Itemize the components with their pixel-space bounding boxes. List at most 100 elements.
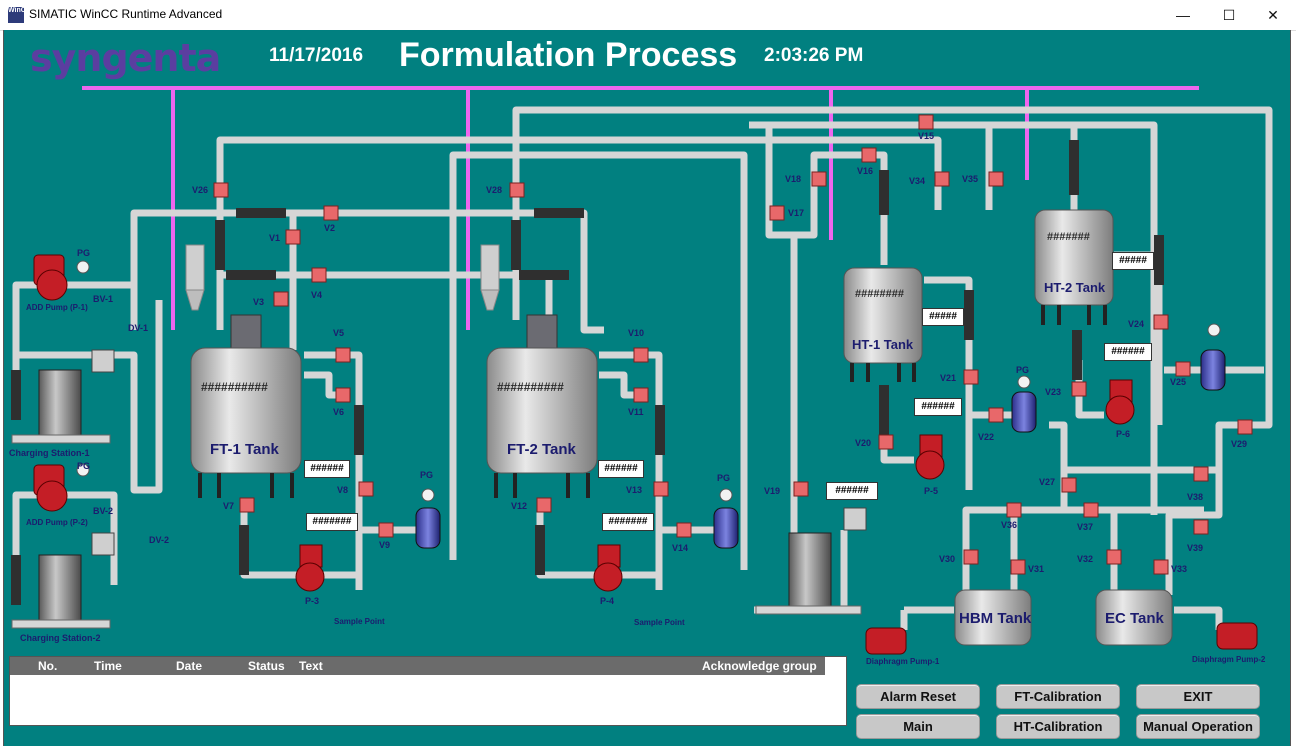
add-pump-2-label: ADD Pump (P-2) bbox=[26, 518, 88, 527]
column-status[interactable]: Status bbox=[248, 659, 285, 673]
valve-label-v36: V36 bbox=[1001, 520, 1018, 530]
valve-label-v2: V2 bbox=[324, 223, 336, 233]
page-title: Formulation Process bbox=[399, 36, 738, 74]
column-date[interactable]: Date bbox=[176, 659, 203, 673]
window-titlebar: WinCC SIMATIC WinCC Runtime Advanced — ☐… bbox=[0, 0, 1296, 31]
ft2-side-display: ###### bbox=[598, 460, 644, 478]
valve-label-v1: V1 bbox=[269, 233, 281, 243]
manual-operation-button[interactable]: Manual Operation bbox=[1136, 714, 1260, 739]
ft1-tank[interactable] bbox=[190, 314, 302, 498]
dv1-label: DV-1 bbox=[128, 323, 149, 333]
valve-label-v4: V4 bbox=[311, 290, 323, 300]
sample-point-1-label: Sample Point bbox=[334, 617, 385, 626]
minimize-button[interactable]: — bbox=[1176, 7, 1190, 23]
charging-station-1-drum bbox=[11, 349, 115, 444]
bv2-label: BV-2 bbox=[93, 506, 114, 516]
hopper-ft1 bbox=[185, 244, 205, 311]
valve-label-v23: V23 bbox=[1045, 387, 1062, 397]
valve-label-v20: V20 bbox=[855, 438, 872, 448]
column-text[interactable]: Text bbox=[299, 659, 323, 673]
alarm-reset-button[interactable]: Alarm Reset bbox=[856, 684, 980, 709]
hbm-tank-label: HBM Tank bbox=[959, 610, 1032, 627]
pg-label-2: PG bbox=[77, 461, 91, 471]
pg-label-5: PG bbox=[1016, 365, 1030, 375]
valve-label-v34: V34 bbox=[909, 176, 926, 186]
valve-label-v27: V27 bbox=[1039, 477, 1056, 487]
ft2-tank[interactable] bbox=[486, 314, 598, 498]
process-diagram bbox=[11, 86, 1273, 655]
valve-label-v31: V31 bbox=[1028, 564, 1045, 574]
pg-label-3: PG bbox=[420, 470, 434, 480]
ht2-level-display: ####### bbox=[1047, 231, 1090, 243]
bv1-label: BV-1 bbox=[93, 294, 114, 304]
ht1-side-display: ##### bbox=[922, 308, 964, 326]
drum3-display: ###### bbox=[826, 482, 878, 500]
column-no[interactable]: No. bbox=[38, 659, 58, 673]
valve-label-v16: V16 bbox=[857, 166, 874, 176]
valve-label-v3: V3 bbox=[253, 297, 265, 307]
main-button[interactable]: Main bbox=[856, 714, 980, 739]
p3-label: P-3 bbox=[305, 596, 320, 606]
ht-calibration-button[interactable]: HT-Calibration bbox=[996, 714, 1120, 739]
valve-label-v38: V38 bbox=[1187, 492, 1204, 502]
valve-label-v15: V15 bbox=[918, 131, 935, 141]
alarm-view[interactable]: No. Time Date Status Text Acknowledge gr… bbox=[9, 656, 847, 726]
ht2-tank-label: HT-2 Tank bbox=[1044, 280, 1106, 295]
ft-calibration-button[interactable]: FT-Calibration bbox=[996, 684, 1120, 709]
pg-label-4: PG bbox=[717, 473, 731, 483]
diaphragm-pump-2-label: Diaphragm Pump-2 bbox=[1192, 655, 1266, 664]
ht2-side-display: ##### bbox=[1112, 252, 1154, 270]
charging-station-2-drum bbox=[11, 532, 115, 629]
valve-label-v8: V8 bbox=[337, 485, 349, 495]
charging-station-2-label: Charging Station-2 bbox=[20, 633, 101, 643]
ec-tank[interactable] bbox=[1095, 589, 1173, 646]
p6-label: P-6 bbox=[1116, 429, 1131, 439]
corrugated-hoses bbox=[11, 140, 1164, 605]
sample-point-2-label: Sample Point bbox=[634, 618, 685, 627]
valve-label-v10: V10 bbox=[628, 328, 645, 338]
syngenta-logo: syngenta bbox=[30, 36, 221, 80]
valve-label-v35: V35 bbox=[962, 174, 979, 184]
column-acknowledge-group[interactable]: Acknowledge group bbox=[702, 659, 817, 673]
ec-tank-label: EC Tank bbox=[1105, 610, 1164, 627]
pg-label-1: PG bbox=[77, 248, 91, 258]
ft1-pump-display: ####### bbox=[306, 513, 358, 531]
valve-label-v13: V13 bbox=[626, 485, 643, 495]
valve-label-v19: V19 bbox=[764, 486, 781, 496]
drum-station-3 bbox=[755, 507, 867, 615]
maximize-button[interactable]: ☐ bbox=[1222, 7, 1236, 23]
ht1-tank[interactable] bbox=[843, 267, 923, 382]
p5-label: P-5 bbox=[924, 486, 939, 496]
valve-label-v30: V30 bbox=[939, 554, 956, 564]
valve-label-v22: V22 bbox=[978, 432, 995, 442]
header-time: 2:03:26 PM bbox=[764, 45, 864, 66]
ht2-tank[interactable] bbox=[1034, 209, 1114, 325]
ft2-level-display: ########## bbox=[497, 380, 564, 394]
ht1-level-display: ######## bbox=[855, 288, 904, 300]
valves[interactable] bbox=[213, 114, 1253, 575]
pressure-gauges bbox=[76, 260, 1221, 502]
valve-label-v21: V21 bbox=[940, 373, 957, 383]
diaphragm-pump-1-label: Diaphragm Pump-1 bbox=[866, 657, 940, 666]
ft2-pump-display: ####### bbox=[602, 513, 654, 531]
ht1-tank-label: HT-1 Tank bbox=[852, 337, 914, 352]
heat-exchangers bbox=[415, 349, 1226, 549]
hbm-tank[interactable] bbox=[954, 589, 1032, 646]
valve-label-v28: V28 bbox=[486, 185, 503, 195]
ht1-pump-display: ###### bbox=[914, 398, 962, 416]
pumps[interactable] bbox=[33, 254, 1258, 655]
ht2-pump-display: ###### bbox=[1104, 343, 1152, 361]
exit-button[interactable]: EXIT bbox=[1136, 684, 1260, 709]
ft1-tank-label: FT-1 Tank bbox=[210, 441, 279, 458]
hopper-ft2 bbox=[480, 244, 500, 311]
valve-label-v18: V18 bbox=[785, 174, 802, 184]
wincc-app-icon: WinCC bbox=[8, 7, 31, 23]
valve-label-v14: V14 bbox=[672, 543, 689, 553]
column-time[interactable]: Time bbox=[94, 659, 122, 673]
hmi-canvas: syngenta 11/17/2016 Formulation Process … bbox=[3, 30, 1291, 746]
valve-label-v5: V5 bbox=[333, 328, 345, 338]
close-button[interactable]: ✕ bbox=[1267, 7, 1279, 23]
valve-label-v33: V33 bbox=[1171, 564, 1188, 574]
valve-label-v39: V39 bbox=[1187, 543, 1204, 553]
valve-label-v32: V32 bbox=[1077, 554, 1094, 564]
